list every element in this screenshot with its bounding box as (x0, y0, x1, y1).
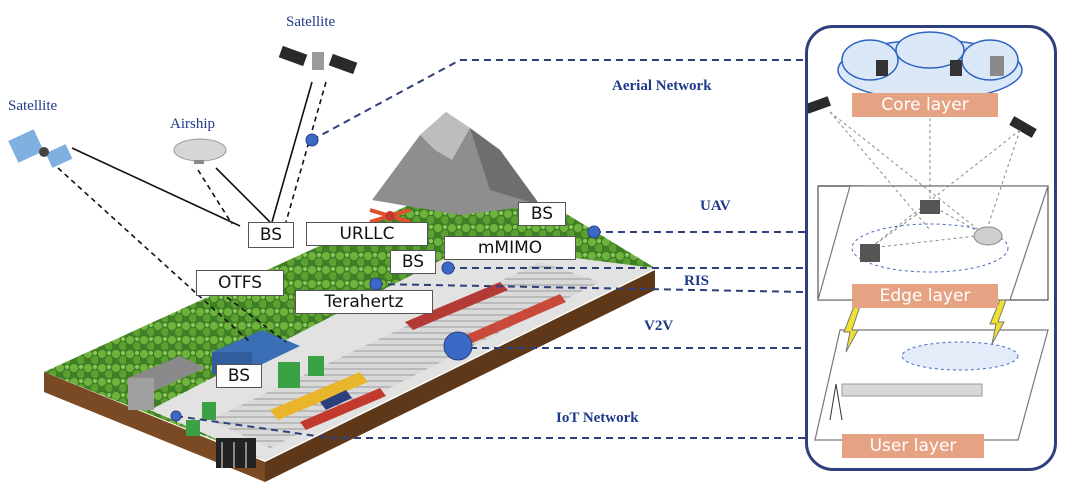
mountain-icon (372, 112, 540, 215)
layered-architecture-panel (805, 25, 1057, 471)
ris-label: RIS (684, 273, 710, 289)
blue-connectors (175, 59, 806, 439)
connector-dots (170, 133, 601, 422)
user-layer-band: User layer (842, 434, 984, 458)
lightning-icons (843, 299, 1007, 353)
sky-links (57, 81, 327, 343)
edge-layer-band: Edge layer (852, 284, 998, 308)
satellite-left-label: Satellite (8, 98, 58, 114)
iot-network-label: IoT Network (556, 410, 639, 426)
user-layer-scene (829, 341, 1019, 421)
satellite-top-label: Satellite (286, 14, 336, 30)
bs-box-mid: BS (390, 250, 436, 274)
terrain-block (44, 200, 655, 482)
core-layer-band: Core layer (852, 93, 998, 117)
station-building-icon (128, 330, 300, 410)
urllc-box: URLLC (306, 222, 428, 246)
bs-box-left: BS (248, 222, 294, 248)
otfs-box: OTFS (196, 270, 284, 296)
cloud-icon (837, 31, 1023, 101)
bs-box-top-right: BS (518, 202, 566, 226)
edge-nodes (851, 200, 1009, 273)
train-icon (270, 282, 566, 430)
mmimo-box: mMIMO (444, 236, 576, 260)
airship-icon (173, 138, 227, 164)
satellite-left-icon (8, 129, 73, 168)
iot-device-icon (186, 356, 324, 436)
satellite-top-icon (278, 45, 358, 75)
tunnel-icon (216, 438, 256, 468)
bs-box-bottom: BS (216, 364, 262, 388)
airship-label: Airship (170, 116, 215, 132)
panel-satellite-icons (805, 96, 1037, 138)
v2v-label: V2V (644, 318, 674, 334)
terahertz-box: Terahertz (295, 290, 433, 314)
aerial-network-label: Aerial Network (612, 78, 712, 94)
uav-label: UAV (700, 198, 731, 214)
drone-icon (369, 208, 411, 224)
